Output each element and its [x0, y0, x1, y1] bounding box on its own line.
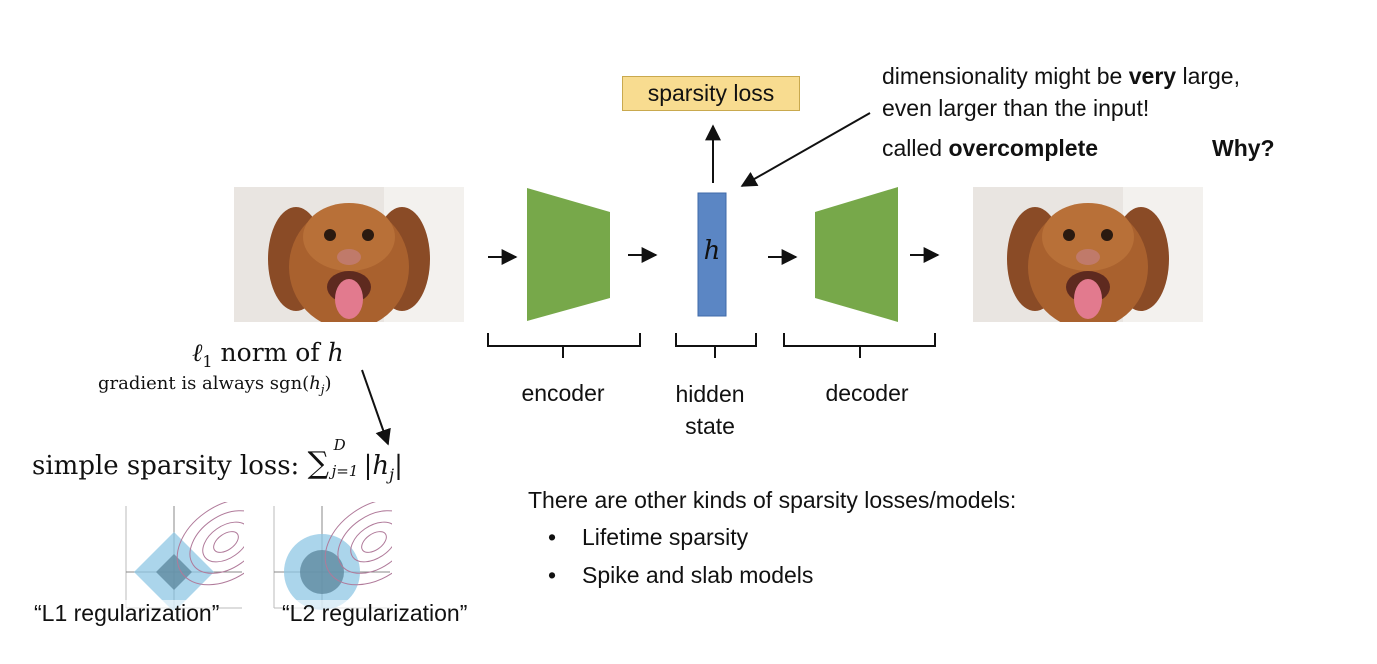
annotation-text: large, — [1176, 63, 1240, 89]
why-label: Why? — [1212, 135, 1275, 161]
sum-sign: ∑ — [307, 446, 329, 481]
hidden-symbol: h — [703, 236, 721, 266]
l1-text: norm of — [212, 338, 328, 367]
l1-regularization-plot — [125, 502, 244, 610]
sum-upper: D — [333, 436, 346, 454]
decoder-trapezoid — [815, 187, 898, 322]
simple-sparsity-loss-formula: simple sparsity loss: ∑ D j=1 |hj| — [32, 436, 403, 485]
gradient-close: ) — [324, 373, 332, 394]
l1-regularization-label: “L1 regularization” — [34, 600, 220, 627]
list-item: • Spike and slab models — [548, 562, 813, 589]
annotation-text: dimensionality might be — [882, 63, 1129, 89]
annotation-line-1: dimensionality might be very large, — [882, 63, 1240, 90]
bullet-marker: • — [548, 562, 557, 588]
other-losses-heading: There are other kinds of sparsity losses… — [528, 487, 1017, 513]
annotation-line-2: even larger than the input! — [882, 95, 1150, 121]
annotation-line-3: called overcomplete — [882, 135, 1098, 162]
decoder-brace — [783, 333, 936, 358]
decoder-label: decoder — [825, 380, 909, 406]
sparsity-loss-box: sparsity loss — [622, 76, 800, 111]
encoder-label: encoder — [521, 380, 605, 406]
abs-sub: j — [389, 465, 395, 485]
list-item-text: Lifetime sparsity — [582, 524, 749, 550]
gradient-var: h — [309, 373, 321, 394]
l2-regularization-label: “L2 regularization” — [282, 600, 468, 627]
gradient-sub: j — [320, 382, 325, 397]
arrow-gradient-note — [361, 369, 391, 446]
list-item: • Lifetime sparsity — [548, 524, 748, 551]
hidden-state-label-line-1: hidden — [675, 381, 745, 407]
list-item-text: Spike and slab models — [582, 562, 814, 588]
annotation-text: called — [882, 135, 949, 161]
l1-subscript: 1 — [202, 352, 213, 371]
input-dog-image — [234, 187, 464, 322]
arrow-annotation-to-hidden — [740, 112, 871, 187]
sum-symbol-group: ∑ D j=1 — [308, 436, 364, 481]
encoder-brace — [487, 333, 641, 358]
hidden-state-label-line-2: state — [685, 413, 735, 439]
abs-var: h — [372, 451, 390, 481]
l2-regularization-plot — [273, 502, 392, 610]
gradient-text: gradient is always sgn( — [98, 373, 310, 394]
annotation-emphasis: very — [1128, 63, 1177, 89]
bullet-marker: • — [548, 524, 557, 550]
gradient-caption: gradient is always sgn(hj) — [98, 373, 332, 397]
l1-var: h — [327, 338, 344, 367]
formula-text: simple sparsity loss: — [32, 451, 308, 481]
reconstructed-dog-image — [973, 187, 1203, 322]
l1-norm-caption: ℓ1 norm of h — [192, 338, 344, 371]
hidden-state-bar — [697, 192, 727, 317]
annotation-emphasis: overcomplete — [948, 135, 1099, 161]
encoder-trapezoid — [527, 188, 610, 321]
sum-lower: j=1 — [331, 462, 359, 480]
hidden-brace — [675, 333, 757, 358]
